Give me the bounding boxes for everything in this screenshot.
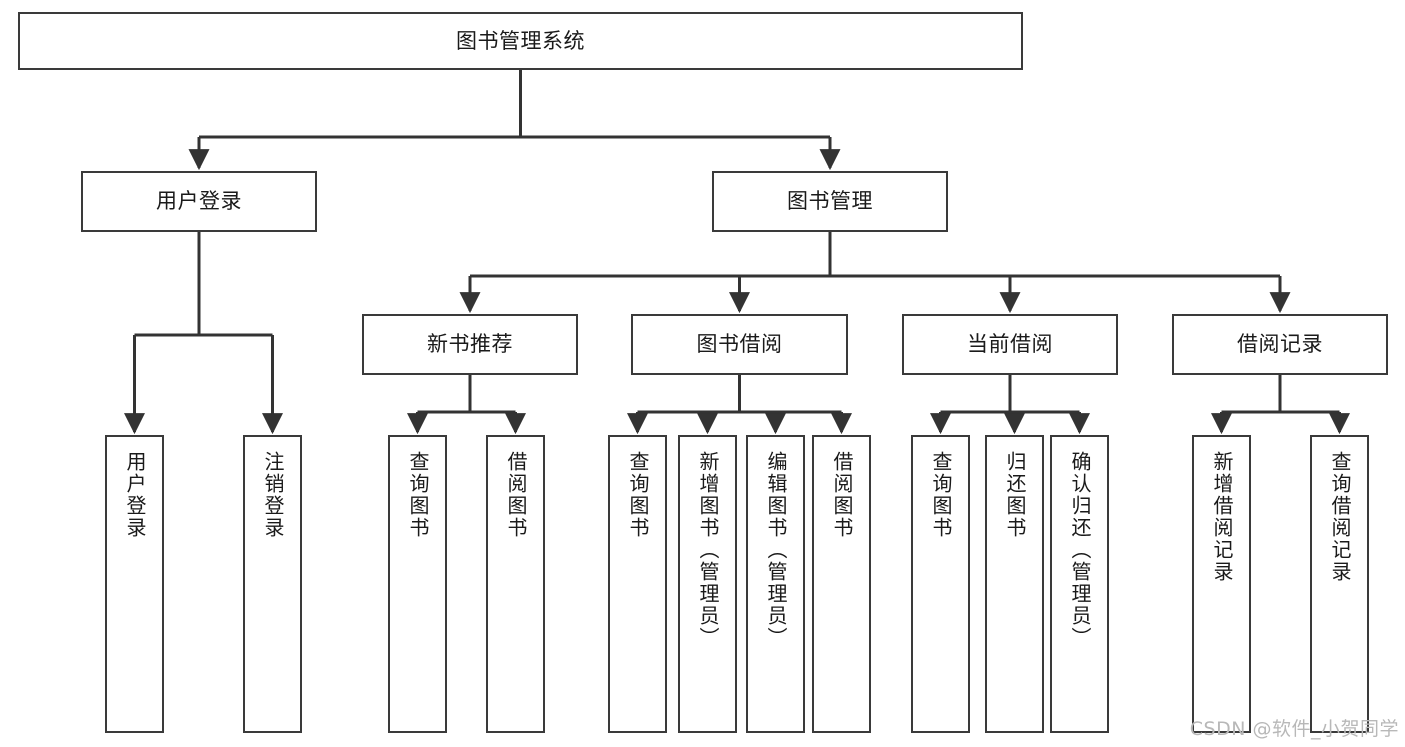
node-leaf-query-record-label: 查询借阅记录 xyxy=(1328,451,1352,583)
node-leaf-confirm-return[interactable]: 确认归还（管理员） xyxy=(1050,435,1109,733)
node-leaf-borrow-book-1[interactable]: 借阅图书 xyxy=(486,435,545,733)
node-new-book-recommend[interactable]: 新书推荐 xyxy=(362,314,578,375)
node-leaf-borrow-book-1-label: 借阅图书 xyxy=(504,451,528,539)
node-current-borrow[interactable]: 当前借阅 xyxy=(902,314,1118,375)
node-book-borrow-label: 图书借阅 xyxy=(696,332,783,357)
node-leaf-add-book-label: 新增图书（管理员） xyxy=(696,451,720,649)
node-leaf-query-book-3-label: 查询图书 xyxy=(929,451,953,539)
node-leaf-edit-book[interactable]: 编辑图书（管理员） xyxy=(746,435,805,733)
node-borrow-record[interactable]: 借阅记录 xyxy=(1172,314,1388,375)
node-leaf-query-book-1-label: 查询图书 xyxy=(406,451,430,539)
node-leaf-user-login-label: 用户登录 xyxy=(123,451,147,539)
node-leaf-user-login[interactable]: 用户登录 xyxy=(105,435,164,733)
node-leaf-borrow-book-2-label: 借阅图书 xyxy=(830,451,854,539)
node-leaf-logout[interactable]: 注销登录 xyxy=(243,435,302,733)
node-leaf-add-book[interactable]: 新增图书（管理员） xyxy=(678,435,737,733)
node-user-login[interactable]: 用户登录 xyxy=(81,171,317,232)
watermark: CSDN @软件_小贺同学 xyxy=(1189,718,1399,740)
node-leaf-edit-book-label: 编辑图书（管理员） xyxy=(764,451,788,649)
node-current-borrow-label: 当前借阅 xyxy=(967,332,1053,357)
node-leaf-add-record[interactable]: 新增借阅记录 xyxy=(1192,435,1251,733)
node-leaf-query-book-2[interactable]: 查询图书 xyxy=(608,435,667,733)
node-leaf-return-book-label: 归还图书 xyxy=(1003,451,1027,539)
node-book-manage-label: 图书管理 xyxy=(787,189,873,214)
node-leaf-borrow-book-2[interactable]: 借阅图书 xyxy=(812,435,871,733)
node-leaf-query-book-3[interactable]: 查询图书 xyxy=(911,435,970,733)
node-book-borrow[interactable]: 图书借阅 xyxy=(631,314,848,375)
node-borrow-record-label: 借阅记录 xyxy=(1237,332,1323,357)
node-leaf-logout-label: 注销登录 xyxy=(261,451,285,539)
node-leaf-query-book-2-label: 查询图书 xyxy=(626,451,650,539)
node-user-login-label: 用户登录 xyxy=(156,189,242,214)
node-root-label: 图书管理系统 xyxy=(456,28,585,53)
node-book-manage[interactable]: 图书管理 xyxy=(712,171,948,232)
node-root[interactable]: 图书管理系统 xyxy=(18,12,1023,70)
node-leaf-query-book-1[interactable]: 查询图书 xyxy=(388,435,447,733)
node-leaf-query-record[interactable]: 查询借阅记录 xyxy=(1310,435,1369,733)
node-leaf-confirm-return-label: 确认归还（管理员） xyxy=(1068,451,1092,649)
node-leaf-add-record-label: 新增借阅记录 xyxy=(1210,451,1234,583)
node-leaf-return-book[interactable]: 归还图书 xyxy=(985,435,1044,733)
node-new-book-recommend-label: 新书推荐 xyxy=(427,332,513,357)
